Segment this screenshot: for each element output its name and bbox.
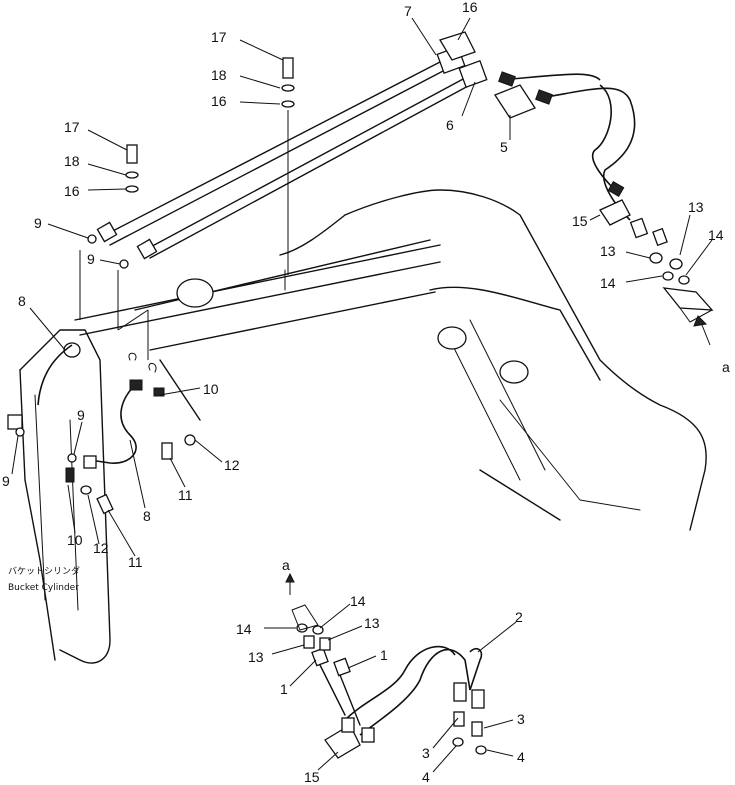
callout-17: 17 [64,119,80,135]
callout-13: 13 [364,615,380,631]
callout-14: 14 [236,621,252,637]
callout-9: 9 [77,407,85,423]
callout-8: 8 [18,293,26,309]
callout-6: 6 [446,117,454,133]
callout-14: 14 [708,227,724,243]
callout-16: 16 [462,0,478,15]
arm-cylinder [74,244,529,384]
arm-outline [134,189,707,531]
callout-13: 13 [600,243,616,259]
callout-12: 12 [224,457,240,473]
callout-8: 8 [143,508,151,524]
callout-12: 12 [93,540,109,556]
bolt-stack-lower [125,144,139,193]
tag-labels [324,31,631,759]
callout-18: 18 [64,153,80,169]
callout-4: 4 [517,749,525,765]
callout-5: 5 [500,139,508,155]
left-small-parts [15,234,196,515]
callout-15: 15 [304,769,320,785]
callout-3: 3 [422,745,430,761]
callout-14: 14 [350,593,366,609]
left-hoses [7,344,157,469]
bucket-cylinder-label-en: Bucket Cylinder [8,583,79,593]
callout-10: 10 [203,381,219,397]
bucket-cylinder [19,329,111,664]
callout-4: 4 [422,769,430,785]
callout-7: 7 [404,3,412,19]
callout-leaders [11,17,713,773]
callout-1: 1 [380,647,388,663]
callout-18: 18 [211,67,227,83]
callout-16: 16 [64,183,80,199]
callout-16: 16 [211,93,227,109]
callout-13: 13 [248,649,264,665]
upper-right-hoses [498,71,690,285]
callout-a: a [722,359,730,375]
bucket-cylinder-label-jp: バケットシリンダ [8,565,80,577]
callout-a: a [282,557,290,573]
callout-11: 11 [128,554,143,570]
callout-1: 1 [280,681,288,697]
callout-9: 9 [34,215,42,231]
callout-13: 13 [688,199,704,215]
callout-14: 14 [600,275,616,291]
callout-10: 10 [67,532,83,548]
callout-9: 9 [2,473,10,489]
callout-15: 15 [572,213,588,229]
callout-17: 17 [211,29,227,45]
bottom-detail [285,572,487,755]
callout-9: 9 [87,251,95,267]
callout-11: 11 [178,487,193,503]
callout-3: 3 [517,711,525,727]
junction-block-a [662,287,714,346]
callout-2: 2 [515,609,523,625]
bolt-stack-upper [281,57,295,275]
